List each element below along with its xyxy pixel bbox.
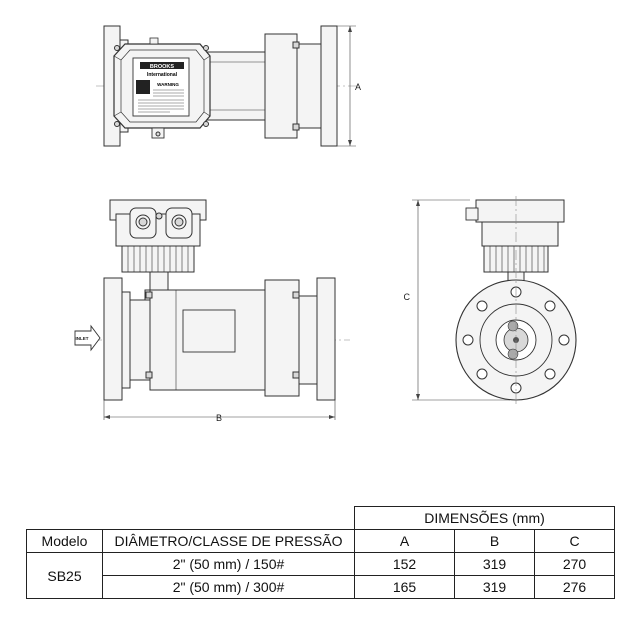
diameter-header: DIÂMETRO/CLASSE DE PRESSÃO xyxy=(102,529,355,553)
a-cell: 165 xyxy=(354,575,455,599)
model-header: Modelo xyxy=(26,529,103,553)
model-cell: SB25 xyxy=(26,552,103,599)
side-view: C xyxy=(404,196,577,404)
nameplate-warning: WARNING xyxy=(157,82,179,87)
col-a-header: A xyxy=(354,529,455,553)
table-blank-cell xyxy=(27,507,355,530)
table-header-row: Modelo DIÂMETRO/CLASSE DE PRESSÃO A B C xyxy=(26,529,615,553)
inlet-label: INLET xyxy=(76,336,89,341)
diameter-cell: 2" (50 mm) / 150# xyxy=(102,552,355,576)
front-view: INLET B xyxy=(74,199,350,423)
c-cell: 270 xyxy=(534,552,615,576)
dimensions-header: DIMENSÕES (mm) xyxy=(354,506,615,530)
technical-drawing: BROOKS International WARNING A xyxy=(74,25,577,423)
col-b-header: B xyxy=(454,529,535,553)
top-view: BROOKS International WARNING A xyxy=(96,25,361,147)
dim-label-a: A xyxy=(355,82,361,92)
table-row: 2" (50 mm) / 300# 165 319 276 xyxy=(27,575,615,599)
diameter-cell: 2" (50 mm) / 300# xyxy=(102,575,355,599)
a-cell: 152 xyxy=(354,552,455,576)
table-header-group-row: DIMENSÕES (mm) xyxy=(27,506,615,530)
table-row: SB25 2" (50 mm) / 150# 152 319 270 xyxy=(26,552,615,599)
dimensions-table: DIMENSÕES (mm) Modelo DIÂMETRO/CLASSE DE… xyxy=(26,506,615,599)
dim-label-b: B xyxy=(216,413,222,423)
c-cell: 276 xyxy=(534,575,615,599)
inlet-arrow-icon xyxy=(74,324,101,352)
b-cell: 319 xyxy=(454,575,535,599)
dim-label-c: C xyxy=(404,292,411,302)
nameplate-sub: International xyxy=(147,72,178,78)
nameplate-brand: BROOKS xyxy=(150,64,174,70)
col-c-header: C xyxy=(534,529,615,553)
b-cell: 319 xyxy=(454,552,535,576)
warning-icon xyxy=(136,80,150,94)
